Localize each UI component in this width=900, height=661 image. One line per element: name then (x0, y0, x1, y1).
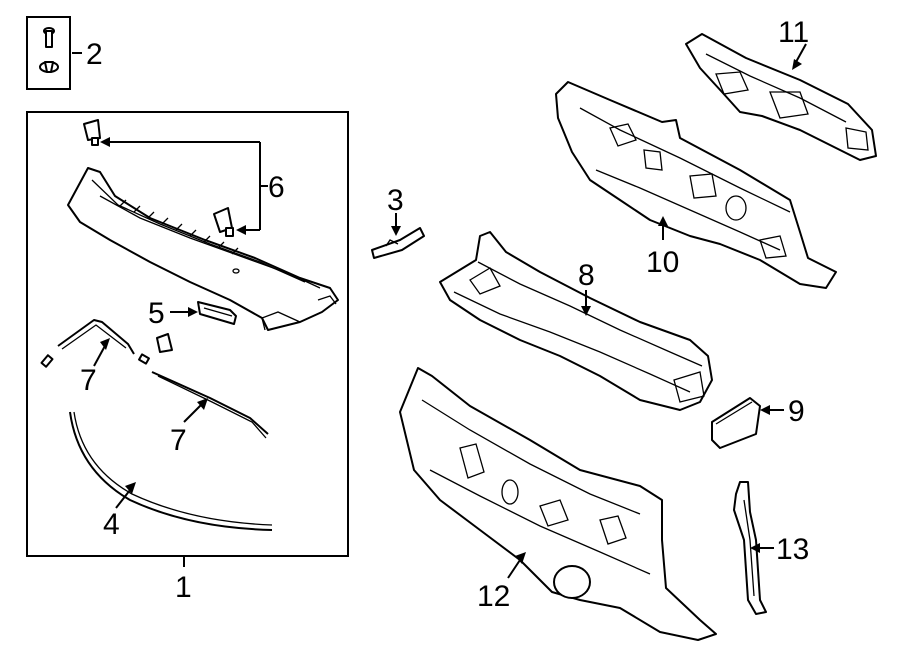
callout-12: 12 (477, 580, 510, 613)
leader-9 (760, 405, 784, 415)
washer-hose-left (40, 319, 135, 368)
leader-11 (792, 43, 807, 70)
weatherstrip (69, 411, 273, 531)
dash-panel-10 (555, 81, 837, 289)
callout-8: 8 (578, 259, 595, 292)
leader-10 (658, 216, 668, 240)
fastener-bolt (43, 27, 55, 48)
block-9 (711, 397, 761, 449)
cowl-top-panel (439, 231, 713, 411)
callout-9: 9 (788, 395, 805, 428)
clip-lower (213, 207, 234, 237)
callout-2: 2 (86, 38, 103, 71)
leader-13 (750, 543, 774, 553)
washer-hose-right (138, 353, 269, 439)
leader-7a (93, 338, 110, 367)
seal-piece (197, 301, 237, 325)
leader-8 (581, 290, 591, 316)
fastener-group (26, 16, 82, 90)
callout-3: 3 (387, 184, 404, 217)
callout-6: 6 (268, 171, 285, 204)
callout-10: 10 (646, 246, 679, 279)
dash-panel-12 (399, 367, 717, 641)
cowl-grille-panel (67, 167, 339, 331)
callout-7a: 7 (80, 364, 97, 397)
leader-6 (100, 137, 268, 235)
callout-1: 1 (175, 571, 192, 604)
leader-4 (115, 482, 136, 509)
leader-12 (507, 552, 526, 579)
bracket-3 (371, 227, 425, 259)
leader-3 (391, 213, 401, 236)
leader-5 (170, 307, 198, 317)
assembly-frame (26, 111, 349, 557)
callout-13: 13 (776, 533, 809, 566)
fastener-clip (39, 61, 59, 73)
callout-5: 5 (148, 297, 165, 330)
dash-panel-11 (685, 33, 877, 161)
fastener-box (26, 16, 71, 90)
leader-7b (183, 398, 208, 423)
small-clip (156, 333, 173, 353)
callout-4: 4 (103, 508, 120, 541)
callout-11: 11 (778, 16, 809, 49)
callout-7b: 7 (170, 424, 187, 457)
clip-upper (83, 119, 101, 146)
